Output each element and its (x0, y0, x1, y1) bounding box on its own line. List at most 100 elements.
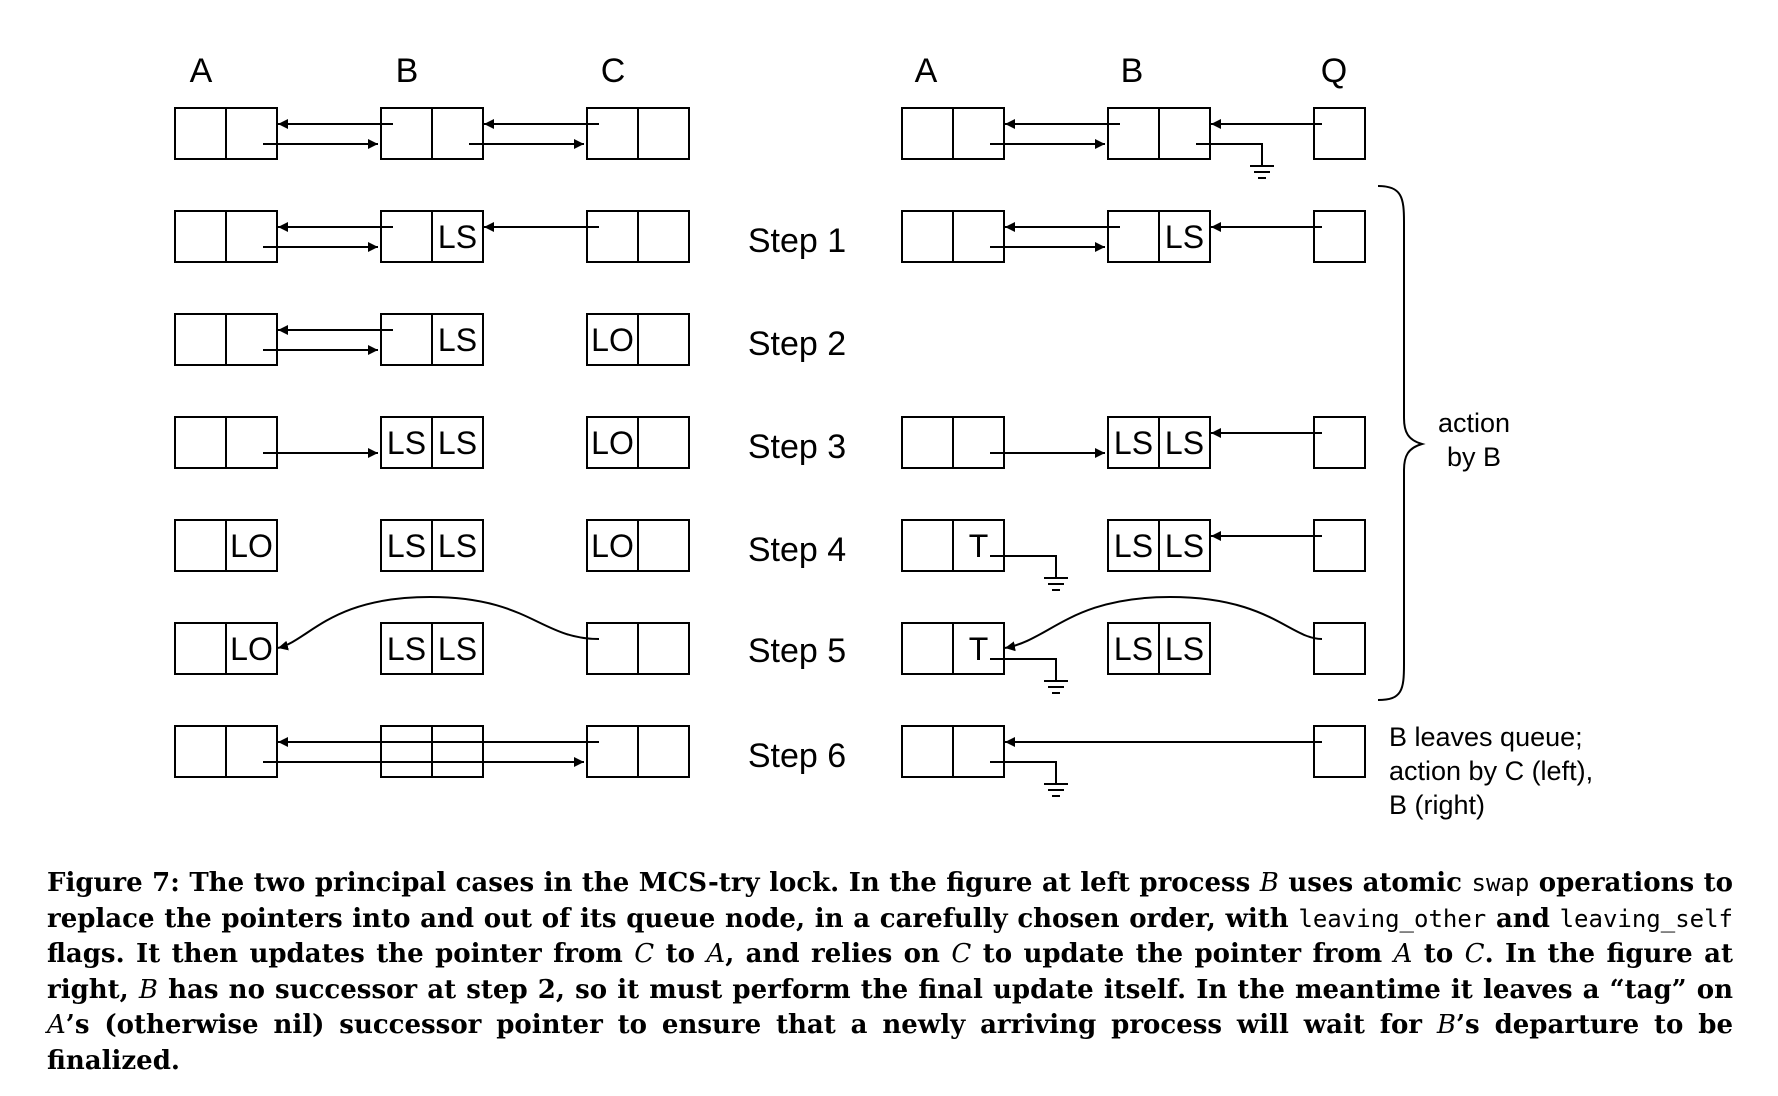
right-node-b-cell (1107, 107, 1160, 160)
left-node-c-cell (637, 622, 690, 675)
left-node-a-cell (225, 210, 278, 263)
left-node-a-cell (225, 622, 278, 675)
left-node-c-cell (586, 313, 639, 366)
right-node-q-cell (1313, 416, 1366, 469)
step-label-5: Step 5 (748, 632, 846, 670)
right-node-a-flag: T (969, 631, 989, 667)
caption-label: Figure 7: (47, 868, 180, 898)
left-node-a-cell (174, 210, 227, 263)
right-node-a-cell (901, 416, 954, 469)
left-node-c-cell (637, 107, 690, 160)
left-node-a-cell (174, 313, 227, 366)
step-label-3: Step 3 (748, 428, 846, 466)
left-node-c-cell (637, 519, 690, 572)
left-node-b-flag: LS (438, 425, 477, 461)
caption-var: C (951, 939, 972, 969)
caption-text: flags. It then updates the pointer from (47, 939, 635, 969)
left-node-b-cell (431, 416, 484, 469)
left-node-b-flag: LS (438, 219, 477, 255)
right-node-q-cell (1313, 107, 1366, 160)
right-node-b-cell (1107, 416, 1160, 469)
left-node-b-cell (431, 519, 484, 572)
left-node-b-cell (380, 519, 433, 572)
left-node-b-flag: LS (438, 528, 477, 564)
left-node-c-flag: LO (591, 425, 634, 461)
nil-ground-symbol (990, 555, 1068, 591)
caption-text: to update the pointer from (971, 939, 1394, 969)
caption-text: ’s (otherwise nil) successor pointer to … (65, 1010, 1437, 1040)
left-node-a-cell (174, 622, 227, 675)
step-label-1: Step 1 (748, 222, 846, 260)
left-node-b-flag: LS (387, 528, 426, 564)
left-node-c-flag: LO (591, 322, 634, 358)
left-node-b-cell (431, 210, 484, 263)
left-header-a: A (190, 52, 213, 90)
right-header-b: B (1121, 52, 1144, 90)
right-node-a-flag: T (969, 528, 989, 564)
right-node-a-cell (901, 622, 954, 675)
right-node-b-flag: LS (1114, 631, 1153, 667)
left-header-c: C (601, 52, 626, 90)
left-node-c-cell (586, 519, 639, 572)
right-node-b-cell (1107, 519, 1160, 572)
right-node-b-flag: LS (1165, 425, 1204, 461)
brace-note-line-1: action (1438, 408, 1510, 438)
left-node-b-cell (380, 107, 433, 160)
left-node-a-cell (225, 107, 278, 160)
left-node-a-flag: LO (230, 528, 273, 564)
figure-caption: Figure 7: The two principal cases in the… (47, 866, 1733, 1079)
caption-text: operations to replace the pointers into … (47, 868, 1734, 934)
right-node-a-cell (952, 210, 1005, 263)
left-node-a-cell (225, 416, 278, 469)
pointer-c-to-a (277, 595, 600, 651)
nil-ground-symbol (990, 658, 1068, 694)
right-node-a-cell (952, 107, 1005, 160)
step-label-4: Step 4 (748, 531, 846, 569)
left-pointers (263, 119, 600, 767)
caption-text: uses atomic (1278, 868, 1472, 898)
mcs-try-lock-figure: A B C A B Q Step 1 Step 2 Step 3 Step 4 … (174, 52, 1593, 820)
left-node-c-cell (586, 210, 639, 263)
left-column-headers: A B C (190, 52, 626, 90)
left-node-c-cell (637, 313, 690, 366)
left-node-c-flag: LO (591, 528, 634, 564)
right-node-q-cell (1313, 210, 1366, 263)
pointer-q-to-a (1004, 595, 1323, 652)
step-label-2: Step 2 (748, 325, 846, 363)
left-node-c-cell (637, 725, 690, 778)
caption-code: leaving_self (1559, 904, 1733, 933)
left-node-a-cell (174, 107, 227, 160)
left-node-b-cell (380, 210, 433, 263)
left-node-a-cell (225, 313, 278, 366)
left-node-b-cell (431, 622, 484, 675)
caption-text: to (654, 939, 707, 969)
left-node-a-cell (174, 519, 227, 572)
left-node-b-cell (380, 313, 433, 366)
step-label-6: Step 6 (748, 737, 846, 775)
right-node-b-cell (1107, 622, 1160, 675)
left-node-a-cell (225, 725, 278, 778)
left-node-c-cell (637, 210, 690, 263)
caption-var: C (1464, 939, 1485, 969)
caption-var: C (634, 939, 655, 969)
left-node-b-cell (380, 725, 433, 778)
right-column-headers: A B Q (915, 52, 1348, 90)
right-pointers (990, 119, 1323, 797)
caption-text: ’s departure to be finalized. (47, 1010, 1733, 1076)
right-node-a-cell (901, 519, 954, 572)
caption-var: B (138, 974, 158, 1005)
caption-var: A (1393, 939, 1413, 969)
caption-code: swap (1471, 869, 1530, 897)
right-node-a-cell (901, 107, 954, 160)
caption-text: The two principal cases in the MCS-try l… (179, 868, 1260, 898)
left-node-a-cell (174, 416, 227, 469)
caption-text: has no successor at step 2, so it must p… (157, 974, 1733, 1005)
right-header-a: A (915, 52, 938, 90)
left-node-c-cell (637, 416, 690, 469)
right-node-q-cell (1313, 622, 1366, 675)
caption-text: to (1412, 939, 1465, 969)
left-node-b-cell (431, 313, 484, 366)
caption-text: and (1486, 903, 1560, 934)
right-node-b-cell (1158, 107, 1211, 160)
caption-var: A (47, 1010, 66, 1040)
